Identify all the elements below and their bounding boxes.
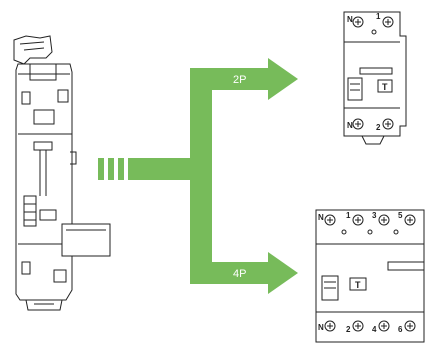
arrow-top-branch bbox=[190, 68, 270, 90]
term-4p-bot-3: 4 bbox=[372, 325, 377, 334]
term-4p-top-4: 5 bbox=[398, 211, 403, 220]
arrow-dash-1 bbox=[98, 158, 104, 180]
test-label-4p: T bbox=[355, 280, 361, 290]
term-2p-top-2: 1 bbox=[376, 12, 381, 21]
term-4p-top-1: N bbox=[318, 213, 324, 222]
term-2p-top-1: N bbox=[347, 15, 353, 24]
arrow-bottom-head bbox=[268, 252, 298, 294]
term-2p-bot-2: 2 bbox=[376, 123, 381, 132]
module-2p: N 1 T N 2 bbox=[343, 11, 407, 145]
term-4p-top-3: 3 bbox=[372, 211, 377, 220]
label-4p: 4P bbox=[233, 268, 246, 280]
arrow-dash-2 bbox=[108, 158, 114, 180]
term-4p-bot-1: N bbox=[318, 323, 324, 332]
term-4p-bot-2: 2 bbox=[346, 325, 351, 334]
arrow-top-head bbox=[268, 58, 298, 100]
indicator-dot-icon bbox=[367, 229, 373, 235]
term-2p-bot-1: N bbox=[347, 121, 353, 130]
indicator-dot-icon bbox=[393, 229, 399, 235]
indicator-dot-icon bbox=[341, 229, 347, 235]
term-4p-bot-4: 6 bbox=[398, 325, 403, 334]
arrow-vertical-bar bbox=[190, 68, 212, 284]
indicator-dot-icon bbox=[371, 29, 377, 35]
test-button-4p bbox=[349, 277, 367, 291]
arrow-dash-3 bbox=[118, 158, 124, 180]
arrow-shaft bbox=[128, 158, 190, 180]
label-2p: 2P bbox=[233, 74, 246, 86]
branch-arrow: 2P 4P bbox=[98, 58, 298, 294]
test-label-2p: T bbox=[382, 82, 388, 92]
module-4p: N 1 3 5 T N 2 4 6 bbox=[315, 209, 425, 343]
test-button-2p bbox=[377, 79, 393, 93]
side-view-device bbox=[13, 35, 111, 311]
arrow-bottom-branch bbox=[190, 262, 270, 284]
term-4p-top-2: 1 bbox=[346, 211, 351, 220]
